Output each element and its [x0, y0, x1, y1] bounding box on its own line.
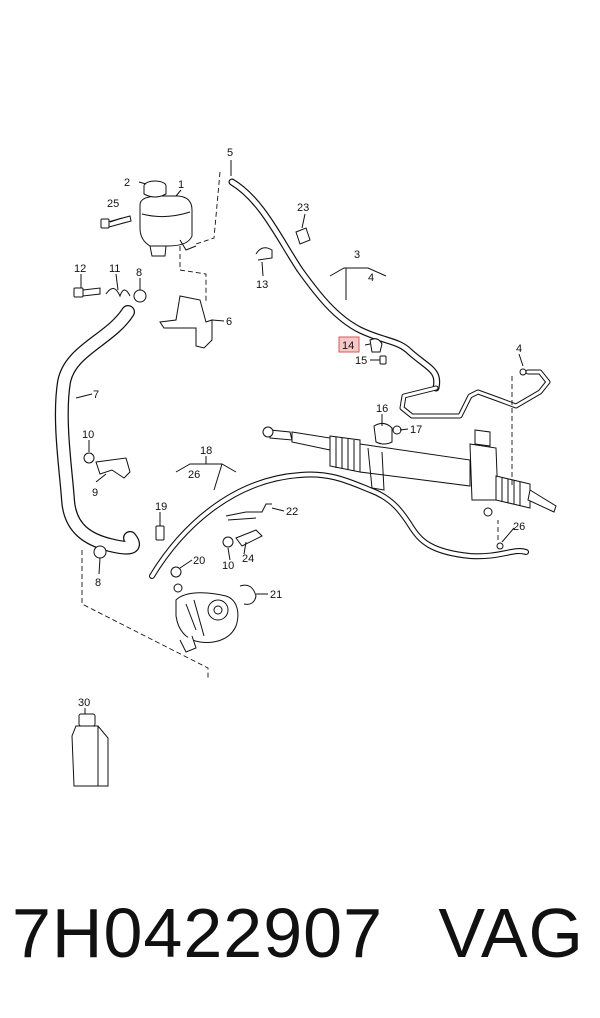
callout-30: 30	[78, 697, 90, 709]
callout-2: 2	[124, 177, 130, 189]
footer: 7H0422907 VAG	[0, 888, 600, 988]
clip-13	[255, 247, 273, 261]
callout-10-left: 10	[82, 429, 94, 441]
callout-6: 6	[226, 316, 232, 328]
callout-18: 18	[200, 445, 212, 457]
bolt-19	[155, 525, 165, 541]
callout-23: 23	[297, 202, 309, 214]
bolt-12	[73, 287, 101, 298]
clip-11	[105, 288, 131, 298]
clamp-8-lower	[93, 545, 107, 559]
callout-14: 14	[342, 340, 354, 352]
power-steering-exploded-diagram: 1 2 25 5 23 13 3 4 12 11 8 6 14 15 4 7 1…	[54, 147, 557, 787]
bolt-17	[392, 425, 402, 435]
return-hose	[149, 471, 529, 579]
clip-22	[225, 503, 272, 521]
nut-10-right	[222, 536, 234, 548]
seal-4	[519, 368, 527, 376]
callout-10-right: 10	[222, 560, 234, 572]
holder-14	[369, 338, 383, 353]
callout-17: 17	[410, 424, 422, 436]
brand-name: VAG	[438, 894, 584, 972]
callout-20: 20	[193, 555, 205, 567]
callout-22: 22	[286, 506, 298, 518]
callout-26-lower: 26	[513, 521, 525, 533]
callout-26-upper: 26	[188, 469, 200, 481]
callout-7: 7	[93, 389, 99, 401]
callout-5: 5	[227, 147, 233, 159]
callout-3: 3	[354, 249, 360, 261]
callout-4-upper: 4	[368, 272, 374, 284]
callout-8-upper: 8	[136, 267, 142, 279]
callout-19: 19	[155, 501, 167, 513]
highlight-box-14	[338, 336, 360, 353]
seal-20	[170, 566, 183, 593]
rack-clamp-16	[373, 422, 393, 445]
callout-24: 24	[242, 553, 254, 565]
callout-25: 25	[107, 198, 119, 210]
callout-9: 9	[92, 487, 98, 499]
callout-8-lower: 8	[95, 577, 101, 589]
bolt-15	[379, 355, 387, 365]
fluid-bottle	[71, 713, 109, 787]
clamp-8-upper	[133, 289, 147, 303]
clip-23	[295, 227, 311, 245]
reservoir-cap	[143, 180, 167, 198]
clip-9	[95, 457, 131, 479]
callout-13: 13	[256, 279, 268, 291]
part-number: 7H0422907	[12, 894, 383, 972]
callout-15: 15	[355, 355, 367, 367]
callout-16: 16	[376, 403, 388, 415]
bolt-25	[100, 215, 132, 229]
callout-4-lower: 4	[516, 343, 522, 355]
clip-21	[239, 584, 257, 605]
power-steering-pump	[175, 592, 239, 653]
seal-26	[496, 542, 504, 550]
fluid-reservoir	[139, 195, 197, 257]
callout-12: 12	[74, 263, 86, 275]
callout-21: 21	[270, 589, 282, 601]
callout-11: 11	[109, 263, 120, 275]
bracket-6	[159, 295, 213, 349]
steering-rack	[262, 426, 557, 517]
sensor-24	[235, 529, 263, 547]
callout-1: 1	[178, 179, 184, 191]
nut-10-left	[83, 452, 95, 464]
